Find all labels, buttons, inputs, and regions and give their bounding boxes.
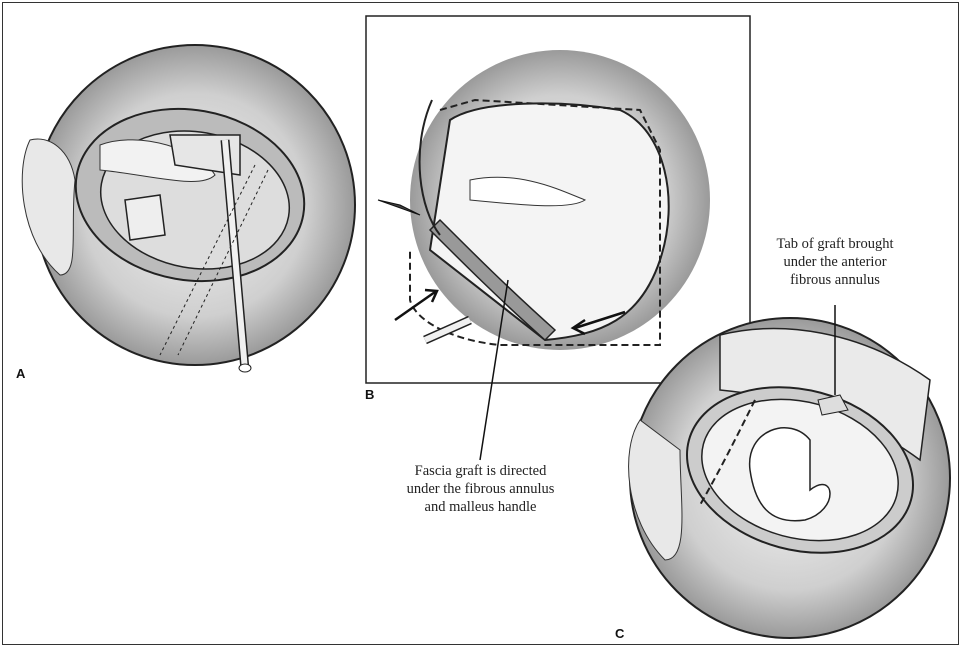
caption-line: under the anterior	[783, 254, 887, 270]
caption-line: Tab of graft brought	[776, 236, 894, 252]
caption-line: Fascia graft is directed	[414, 463, 547, 479]
panel-label-a: A	[16, 366, 26, 381]
caption-line: under the fibrous annulus	[406, 481, 555, 497]
caption-line: and malleus handle	[424, 499, 537, 515]
tab-of-graft-caption: Tab of graft brought under the anterior …	[765, 235, 905, 289]
panel-b-drawing	[365, 15, 751, 461]
fascia-graft-caption: Fascia graft is directed under the fibro…	[388, 462, 573, 516]
panel-label-b: B	[365, 387, 375, 402]
panel-c-drawing	[628, 305, 951, 639]
caption-line: fibrous annulus	[790, 272, 880, 288]
panel-a-drawing	[21, 44, 356, 373]
panel-label-c: C	[615, 626, 625, 641]
